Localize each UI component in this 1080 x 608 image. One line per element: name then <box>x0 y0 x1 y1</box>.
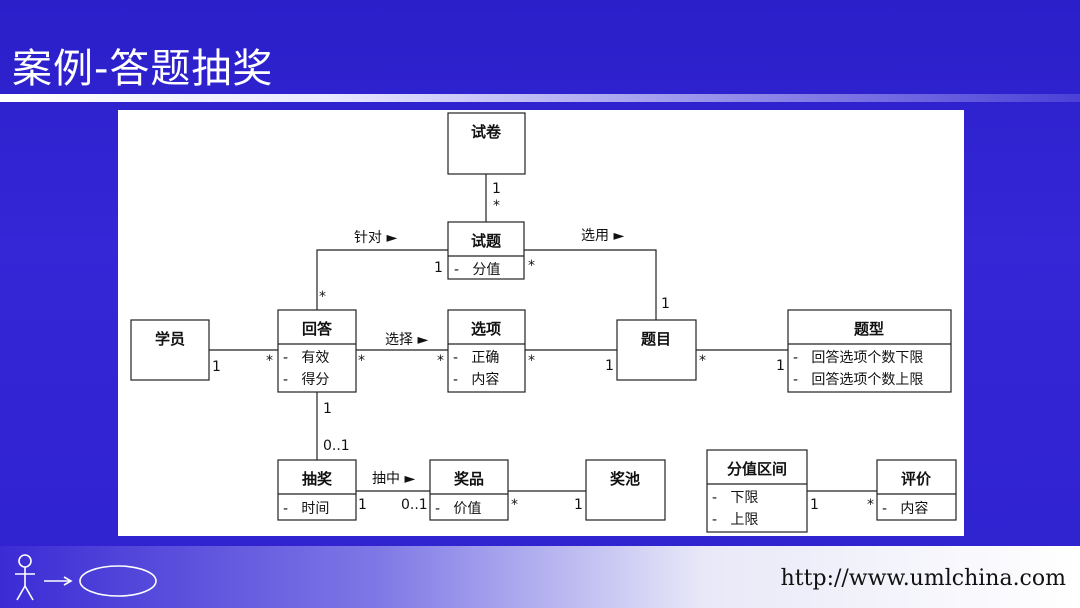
class-name-pingjia: 评价 <box>901 470 932 488</box>
attr-shiti-fenzhi: - 分值 <box>454 262 500 278</box>
title-divider <box>0 94 1080 102</box>
mult-xuanxiang-many-left: * <box>437 353 444 369</box>
mult-timu-1-top: 1 <box>661 296 670 312</box>
footer-url: http://www.umlchina.com <box>780 566 1066 591</box>
actor-usecase-logo <box>15 554 157 601</box>
class-name-xueyuan: 学员 <box>155 330 185 348</box>
class-name-huida: 回答 <box>302 320 333 338</box>
mult-huida-many-right: * <box>358 353 365 369</box>
mult-huida-1-bottom: 1 <box>323 401 332 417</box>
class-box-choujiang <box>277 459 357 521</box>
assoc-label-chouzhong: 抽中 ► <box>372 471 415 487</box>
assoc-label-zhendui: 针对 ► <box>354 230 397 246</box>
mult-shiti-1-left: 1 <box>434 260 443 276</box>
mult-choujiang-1: 1 <box>358 497 367 513</box>
mult-choujiang-zero-one: 0..1 <box>323 438 350 454</box>
attr-tixing-shangxian: - 回答选项个数上限 <box>793 371 923 388</box>
mult-xueyuan-1: 1 <box>212 359 221 375</box>
class-name-choujiang: 抽奖 <box>302 470 333 488</box>
mult-jiangchi-1: 1 <box>574 497 583 513</box>
line-shiti-huida <box>316 249 448 310</box>
class-box-tixing <box>787 309 952 393</box>
class-name-fenzhiqujian: 分值区间 <box>727 460 787 478</box>
class-name-timu: 题目 <box>641 330 671 348</box>
class-box-xueyuan <box>130 319 210 381</box>
mult-tixing-1: 1 <box>776 358 785 374</box>
actor-head-icon <box>18 554 32 568</box>
mult-xuanxiang-many-right: * <box>528 353 535 369</box>
attr-huida-defen: - 得分 <box>283 371 329 388</box>
slide-title: 案例-答题抽奖 <box>12 46 274 92</box>
class-name-shiti: 试题 <box>471 232 502 250</box>
class-box-shiti <box>447 221 525 280</box>
class-box-jiangchi <box>585 459 666 521</box>
mult-huida-many-left: * <box>266 353 273 369</box>
class-diagram: 试卷 试题 学员 回答 选项 题目 题型 抽奖 奖品 奖池 分值区间 评价 - … <box>130 112 957 533</box>
class-name-xuanxiang: 选项 <box>471 320 501 338</box>
line-shiti-timu <box>524 249 657 320</box>
class-name-jiangpin: 奖品 <box>454 470 484 488</box>
attr-xuanxiang-zhengque: - 正确 <box>453 350 499 366</box>
slide-footer <box>0 546 1080 608</box>
attr-fenzhiqujian-shangxian: - 上限 <box>712 512 758 528</box>
diagram-canvas: 试卷 试题 学员 回答 选项 题目 题型 抽奖 奖品 奖池 分值区间 评价 - … <box>118 110 964 536</box>
class-box-jiangpin <box>429 459 509 521</box>
mult-shiti-many-right: * <box>528 258 535 274</box>
class-box-shijuan <box>447 112 526 175</box>
class-box-xuanxiang <box>447 309 526 393</box>
attr-tixing-xiaxian: - 回答选项个数下限 <box>793 349 923 366</box>
attr-xuanxiang-neirong: - 内容 <box>453 371 499 388</box>
class-box-timu <box>616 319 697 381</box>
mult-shiti-many-top: * <box>493 198 500 214</box>
mult-timu-many-right: * <box>699 353 706 369</box>
mult-jiangpin-many: * <box>511 497 518 513</box>
attr-pingjia-neirong: - 内容 <box>882 500 928 517</box>
class-box-pingjia <box>876 459 957 521</box>
class-name-shijuan: 试卷 <box>471 123 502 141</box>
attr-choujiang-shijian: - 时间 <box>283 501 329 517</box>
assoc-label-xuanze: 选择 ► <box>385 332 428 348</box>
class-box-fenzhiqujian <box>706 449 808 533</box>
class-name-jiangchi: 奖池 <box>610 470 640 488</box>
assoc-label-xuanyong: 选用 ► <box>581 228 624 244</box>
mult-pingjia-many: * <box>867 497 874 513</box>
mult-jiangpin-zero-one: 0..1 <box>401 497 428 513</box>
attr-huida-youxiao: - 有效 <box>283 350 329 366</box>
class-box-huida <box>277 309 357 393</box>
mult-fenzhiqujian-1: 1 <box>810 497 819 513</box>
attr-jiangpin-jiazhi: - 价值 <box>435 501 481 517</box>
mult-huida-many-top: * <box>319 289 326 305</box>
mult-shijuan-1: 1 <box>492 181 501 197</box>
usecase-ellipse-icon <box>79 565 157 597</box>
class-name-tixing: 题型 <box>854 320 884 338</box>
attr-fenzhiqujian-xiaxian: - 下限 <box>712 490 758 506</box>
mult-timu-1-left: 1 <box>605 358 614 374</box>
